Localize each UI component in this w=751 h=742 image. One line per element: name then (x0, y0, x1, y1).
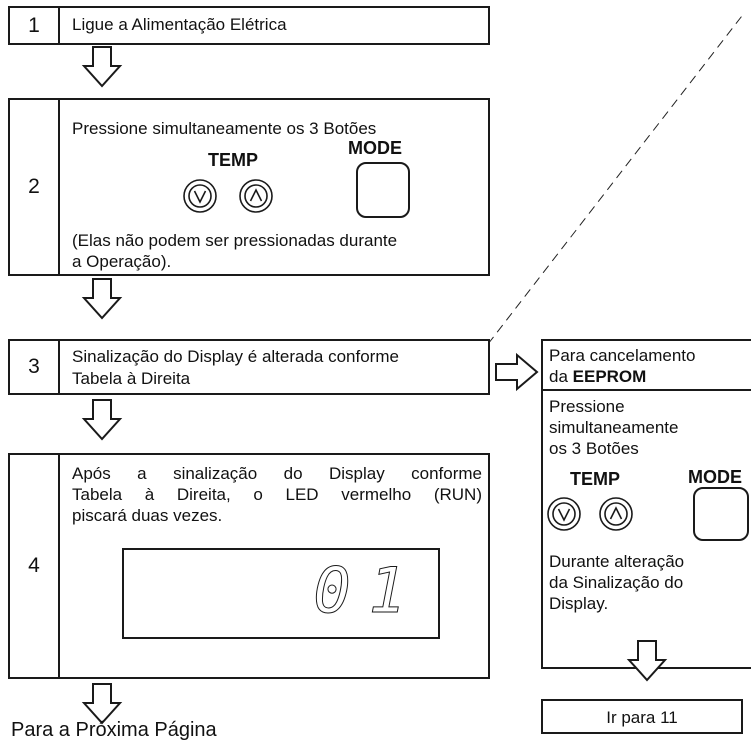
goto-step-11-box: Ir para 11 (541, 699, 743, 734)
step-3-number: 3 (10, 341, 60, 393)
step-3-text-1: Sinalização do Display é alterada confor… (72, 347, 399, 366)
step-2-instruction: Pressione simultaneamente os 3 Botões (72, 119, 377, 138)
step-2-note-2: a Operação). (72, 252, 172, 271)
temp-down-button-icon (183, 179, 217, 213)
step-2-note-1: (Elas não podem ser pressionadas durante (72, 231, 398, 250)
step-3-text-2: Tabela à Direita (72, 369, 191, 388)
panel-press-3: os 3 Botões (549, 439, 639, 458)
panel-during-1: Durante alteração (549, 552, 685, 571)
panel-title-eeprom: EEPROM (572, 367, 647, 386)
display-panel: 01 (122, 548, 440, 639)
panel-mode-label: MODE (688, 467, 742, 487)
step-1-number: 1 (10, 8, 60, 43)
mode-label: MODE (348, 138, 402, 158)
panel-press-1: Pressione (549, 397, 625, 416)
eeprom-cancel-panel: Para cancelamento da EEPROM Pressione si… (541, 339, 751, 669)
goto-step-11-text: Ir para 11 (606, 708, 678, 727)
temp-up-button-icon (239, 179, 273, 213)
step-4-number: 4 (10, 455, 60, 677)
arrow-down-icon (81, 46, 123, 88)
arrow-right-icon (495, 352, 539, 392)
step-4-text-3: piscará duas vezes. (72, 506, 223, 525)
step-3-box: 3 Sinalização do Display é alterada conf… (8, 339, 490, 395)
panel-temp-label: TEMP (570, 469, 621, 489)
panel-mode-button-icon (693, 487, 749, 541)
arrow-down-icon (81, 399, 123, 441)
next-page-text: Para a Próxima Página (11, 719, 217, 741)
display-value: 01 (313, 554, 424, 628)
step-1-box: 1 Ligue a Alimentação Elétrica (8, 6, 490, 45)
step-4-text-1: Após a sinalização do Display conforme (72, 464, 482, 483)
panel-during-2: da Sinalização do (549, 573, 684, 592)
panel-title-prefix: da (549, 367, 573, 386)
step-2-number: 2 (10, 100, 60, 274)
panel-arrow-down-icon (626, 640, 668, 682)
panel-press-2: simultaneamente (549, 418, 679, 437)
step-4-text-2: Tabela à Direita, o LED vermelho (RUN) (72, 485, 482, 504)
arrow-down-icon (81, 278, 123, 320)
step-1-text: Ligue a Alimentação Elétrica (72, 15, 287, 34)
panel-title-1: Para cancelamento (549, 346, 696, 365)
panel-during-3: Display. (549, 594, 609, 613)
temp-label: TEMP (208, 150, 259, 170)
step-4-box: 4 Após a sinalização do Display conforme… (8, 453, 490, 679)
panel-temp-up-button-icon (599, 497, 633, 531)
mode-button-icon (356, 162, 410, 218)
arrow-down-icon (81, 683, 123, 725)
panel-header: Para cancelamento da EEPROM (543, 341, 751, 391)
panel-title-2: da EEPROM (549, 366, 646, 387)
step-2-box: 2 Pressione simultaneamente os 3 Botões … (8, 98, 490, 276)
panel-temp-down-button-icon (547, 497, 581, 531)
